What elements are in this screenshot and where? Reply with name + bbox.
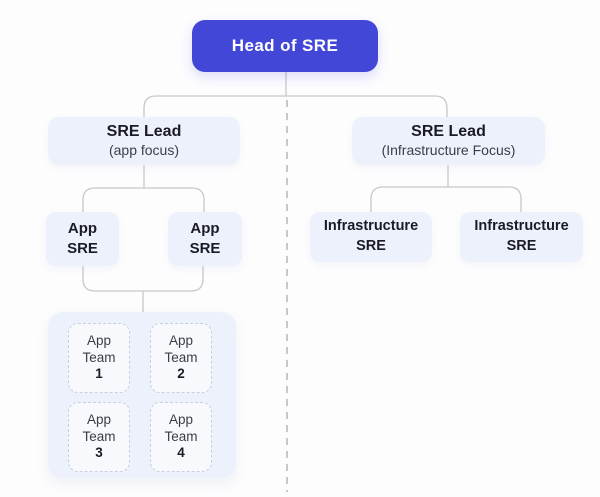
sre-lead-app-title: SRE Lead (106, 123, 182, 141)
app-team-node-2: App Team 2 (150, 323, 212, 393)
connector-applead-to-appsres (82, 187, 205, 212)
app-sre-2-line1: App (190, 219, 220, 237)
sre-lead-app-node: SRE Lead (app focus) (48, 117, 240, 165)
app-team-4-number: 4 (177, 445, 185, 461)
sre-lead-infra-title: SRE Lead (411, 123, 486, 141)
app-team-2-number: 2 (177, 366, 185, 382)
infra-sre-2-line2: SRE (506, 238, 537, 254)
infra-sre-2-line1: Infrastructure (474, 218, 569, 235)
app-sre-1-line1: App (67, 219, 98, 237)
connector-appsres-merge (82, 266, 204, 292)
app-team-3-line2: Team (82, 428, 116, 444)
sre-lead-infra-subtitle: (Infrastructure Focus) (381, 142, 516, 159)
app-team-node-4: App Team 4 (150, 402, 212, 472)
infra-sre-node-1: Infrastructure SRE (310, 212, 432, 262)
app-sre-node-2: App SRE (168, 212, 242, 266)
app-team-1-line2: Team (82, 349, 116, 365)
connector-root-to-leads (143, 95, 448, 117)
app-team-3-number: 3 (95, 445, 103, 461)
app-sre-1-line2: SRE (67, 240, 98, 257)
app-teams-group: App Team 1 App Team 2 App Team 3 App Tea… (48, 312, 236, 478)
app-team-1-line1: App (86, 333, 112, 349)
app-team-node-1: App Team 1 (68, 323, 130, 393)
infra-sre-1-line2: SRE (356, 238, 386, 254)
app-team-2-line2: Team (164, 349, 198, 365)
app-team-4-line1: App (168, 412, 194, 428)
infra-sre-1-line1: Infrastructure (323, 218, 419, 235)
app-team-4-line2: Team (164, 428, 198, 444)
infra-sre-node-2: Infrastructure SRE (460, 212, 583, 262)
app-sre-node-1: App SRE (46, 212, 119, 266)
sre-lead-infra-node: SRE Lead (Infrastructure Focus) (352, 117, 545, 165)
app-team-2-line1: App (168, 333, 194, 349)
app-team-3-line1: App (86, 412, 112, 428)
connector-infralead-to-infrasres (370, 186, 522, 212)
app-sre-2-line2: SRE (189, 240, 221, 257)
app-team-1-number: 1 (95, 366, 103, 382)
sre-lead-app-subtitle: (app focus) (108, 142, 180, 159)
head-of-sre-node: Head of SRE (192, 20, 378, 72)
app-team-node-3: App Team 3 (68, 402, 130, 472)
